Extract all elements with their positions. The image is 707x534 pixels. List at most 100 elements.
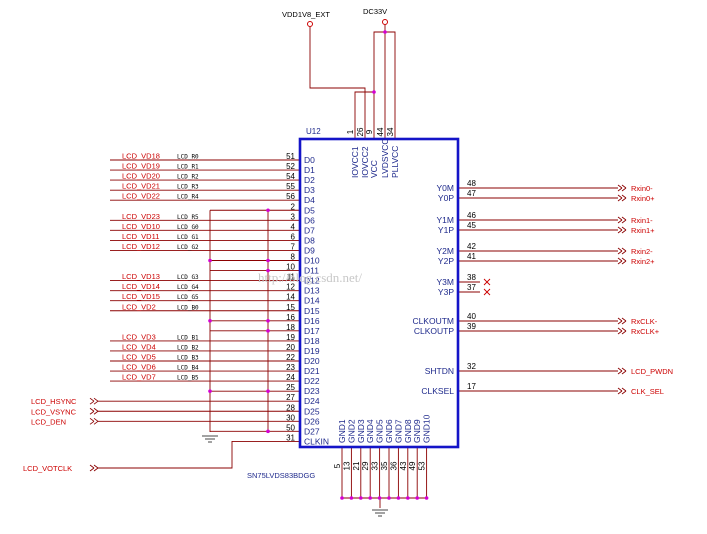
net-lcd_r2: LCD_R2 [177, 174, 199, 181]
rxin0--port [621, 184, 627, 189]
pin-gnd7-number: 36 [389, 461, 398, 470]
pin-d9-number: 7 [291, 242, 296, 251]
pin-clkoutm-name: CLKOUTM [412, 316, 454, 326]
rxin2--port [617, 250, 623, 255]
pin-d4-name: D4 [304, 195, 315, 205]
junction-dot [372, 90, 376, 94]
signal-lcd_vd23: LCD_VD23 [122, 212, 160, 221]
pin-iovcc1-name: IOVCC1 [350, 146, 360, 178]
pin-y3p-name: Y3P [438, 287, 454, 297]
pin-d13-number: 12 [286, 283, 295, 292]
pin-clkoutp-name: CLKOUTP [414, 326, 454, 336]
pin-gnd7-name: GND7 [393, 419, 403, 443]
lcd_pwdn-port [621, 370, 627, 375]
junction-dot [266, 208, 270, 213]
pin-d23-name: D23 [304, 386, 320, 396]
pin-d14-number: 14 [286, 293, 295, 302]
net-lcd_g5: LCD_G5 [177, 294, 199, 301]
pin-gnd3-number: 21 [352, 461, 361, 470]
no-connect-mark [483, 288, 491, 296]
pin-gnd4-name: GND4 [365, 419, 375, 443]
rxin2--port [621, 247, 627, 252]
junction-dot [368, 496, 373, 500]
pin-y2p-name: Y2P [438, 256, 454, 266]
pin-gnd10-number: 53 [418, 461, 427, 470]
pin-d15-number: 15 [286, 303, 295, 312]
pin-d16-name: D16 [304, 316, 320, 326]
signal-lcd_vd3: LCD_VD3 [122, 332, 156, 341]
pin-y3m-name: Y3M [437, 277, 454, 287]
pin-clkin-number: 31 [286, 433, 295, 442]
net-lcd_b2: LCD_B2 [177, 344, 199, 351]
net-lcd_g3: LCD_G3 [177, 274, 199, 281]
net-lcd_r5: LCD_R5 [177, 214, 199, 221]
pin-d6-number: 3 [291, 212, 296, 221]
pin-y0p-number: 47 [467, 189, 476, 198]
pin-d3-number: 55 [286, 182, 295, 191]
rxin2--port [617, 247, 623, 252]
rxclk--port [617, 317, 623, 322]
pin-d21-number: 23 [286, 363, 295, 372]
vdd1v8-wire [309, 27, 366, 124]
junction-dot [349, 496, 354, 500]
net-lcd_b3: LCD_B3 [177, 355, 199, 362]
net-lcd_b4: LCD_B4 [177, 365, 199, 372]
pin-d14-name: D14 [304, 296, 320, 306]
junction-dot [359, 496, 363, 500]
signal-lcd_vd19: LCD_VD19 [122, 162, 160, 171]
junction-dot [424, 496, 429, 500]
pin-gnd2-number: 13 [342, 461, 351, 470]
pin-d25-number: 28 [286, 403, 295, 412]
lcd_hsync-port [89, 400, 95, 405]
lcd_pwdn-port [617, 367, 623, 372]
pin-d18-number: 19 [286, 333, 295, 342]
net-lcd_b1: LCD_B1 [177, 334, 199, 341]
pin-d0-number: 51 [286, 152, 295, 161]
junction-dot [383, 30, 387, 34]
pin-d16-number: 16 [286, 313, 295, 322]
lcd_pwdn-port [621, 367, 627, 372]
pin-d20-number: 22 [286, 353, 295, 362]
rxin1--port [621, 219, 627, 224]
signal-lcd_vd21: LCD_VD21 [122, 182, 160, 191]
ic-body[interactable] [298, 137, 460, 449]
net-lcd_b0: LCD_B0 [177, 304, 199, 311]
clk_sel-port [621, 390, 627, 395]
pin-gnd9-number: 49 [408, 461, 417, 470]
pin-y3p-number: 37 [467, 283, 476, 292]
clkin-port [89, 467, 95, 472]
rxin1+-port [617, 226, 623, 231]
junction-dot [266, 389, 270, 393]
junction-dot [377, 496, 382, 500]
signal-lcd-votclk: LCD_VOTCLK [23, 464, 72, 473]
rxclk+-port [621, 327, 627, 332]
pin-d27-name: D27 [304, 426, 320, 436]
signal-lcd_vd20: LCD_VD20 [122, 172, 160, 181]
pin-vcc-number: 9 [365, 129, 374, 134]
lcd_vsync-port [89, 407, 95, 412]
lcd_den-port [89, 420, 95, 425]
junction-dot [415, 496, 420, 500]
signal-lcd_vd12: LCD_VD12 [122, 242, 160, 251]
clkin-port [93, 464, 99, 469]
signal-lcd_pwdn: LCD_PWDN [631, 367, 673, 376]
pin-clksel-number: 17 [467, 382, 476, 391]
pin-d15-name: D15 [304, 306, 320, 316]
rxin1+-port [617, 229, 623, 234]
rxclk--port [621, 317, 627, 322]
rxclk--port [617, 320, 623, 325]
pin-y1p-number: 45 [467, 221, 476, 230]
signal-rxin0+: Rxin0+ [631, 194, 655, 203]
junction-dot [266, 319, 270, 323]
junction-dot [266, 258, 270, 263]
signal-rxclk+: RxCLK+ [631, 327, 660, 336]
pin-gnd10-name: GND10 [422, 414, 432, 443]
pin-clkin-name: CLKIN [304, 436, 329, 446]
pin-d21-name: D21 [304, 366, 320, 376]
pin-d11-number: 10 [286, 263, 295, 272]
pin-y2m-number: 42 [467, 242, 476, 251]
net-lcd_g4: LCD_G4 [177, 284, 199, 291]
lcd_den-port [89, 417, 95, 422]
